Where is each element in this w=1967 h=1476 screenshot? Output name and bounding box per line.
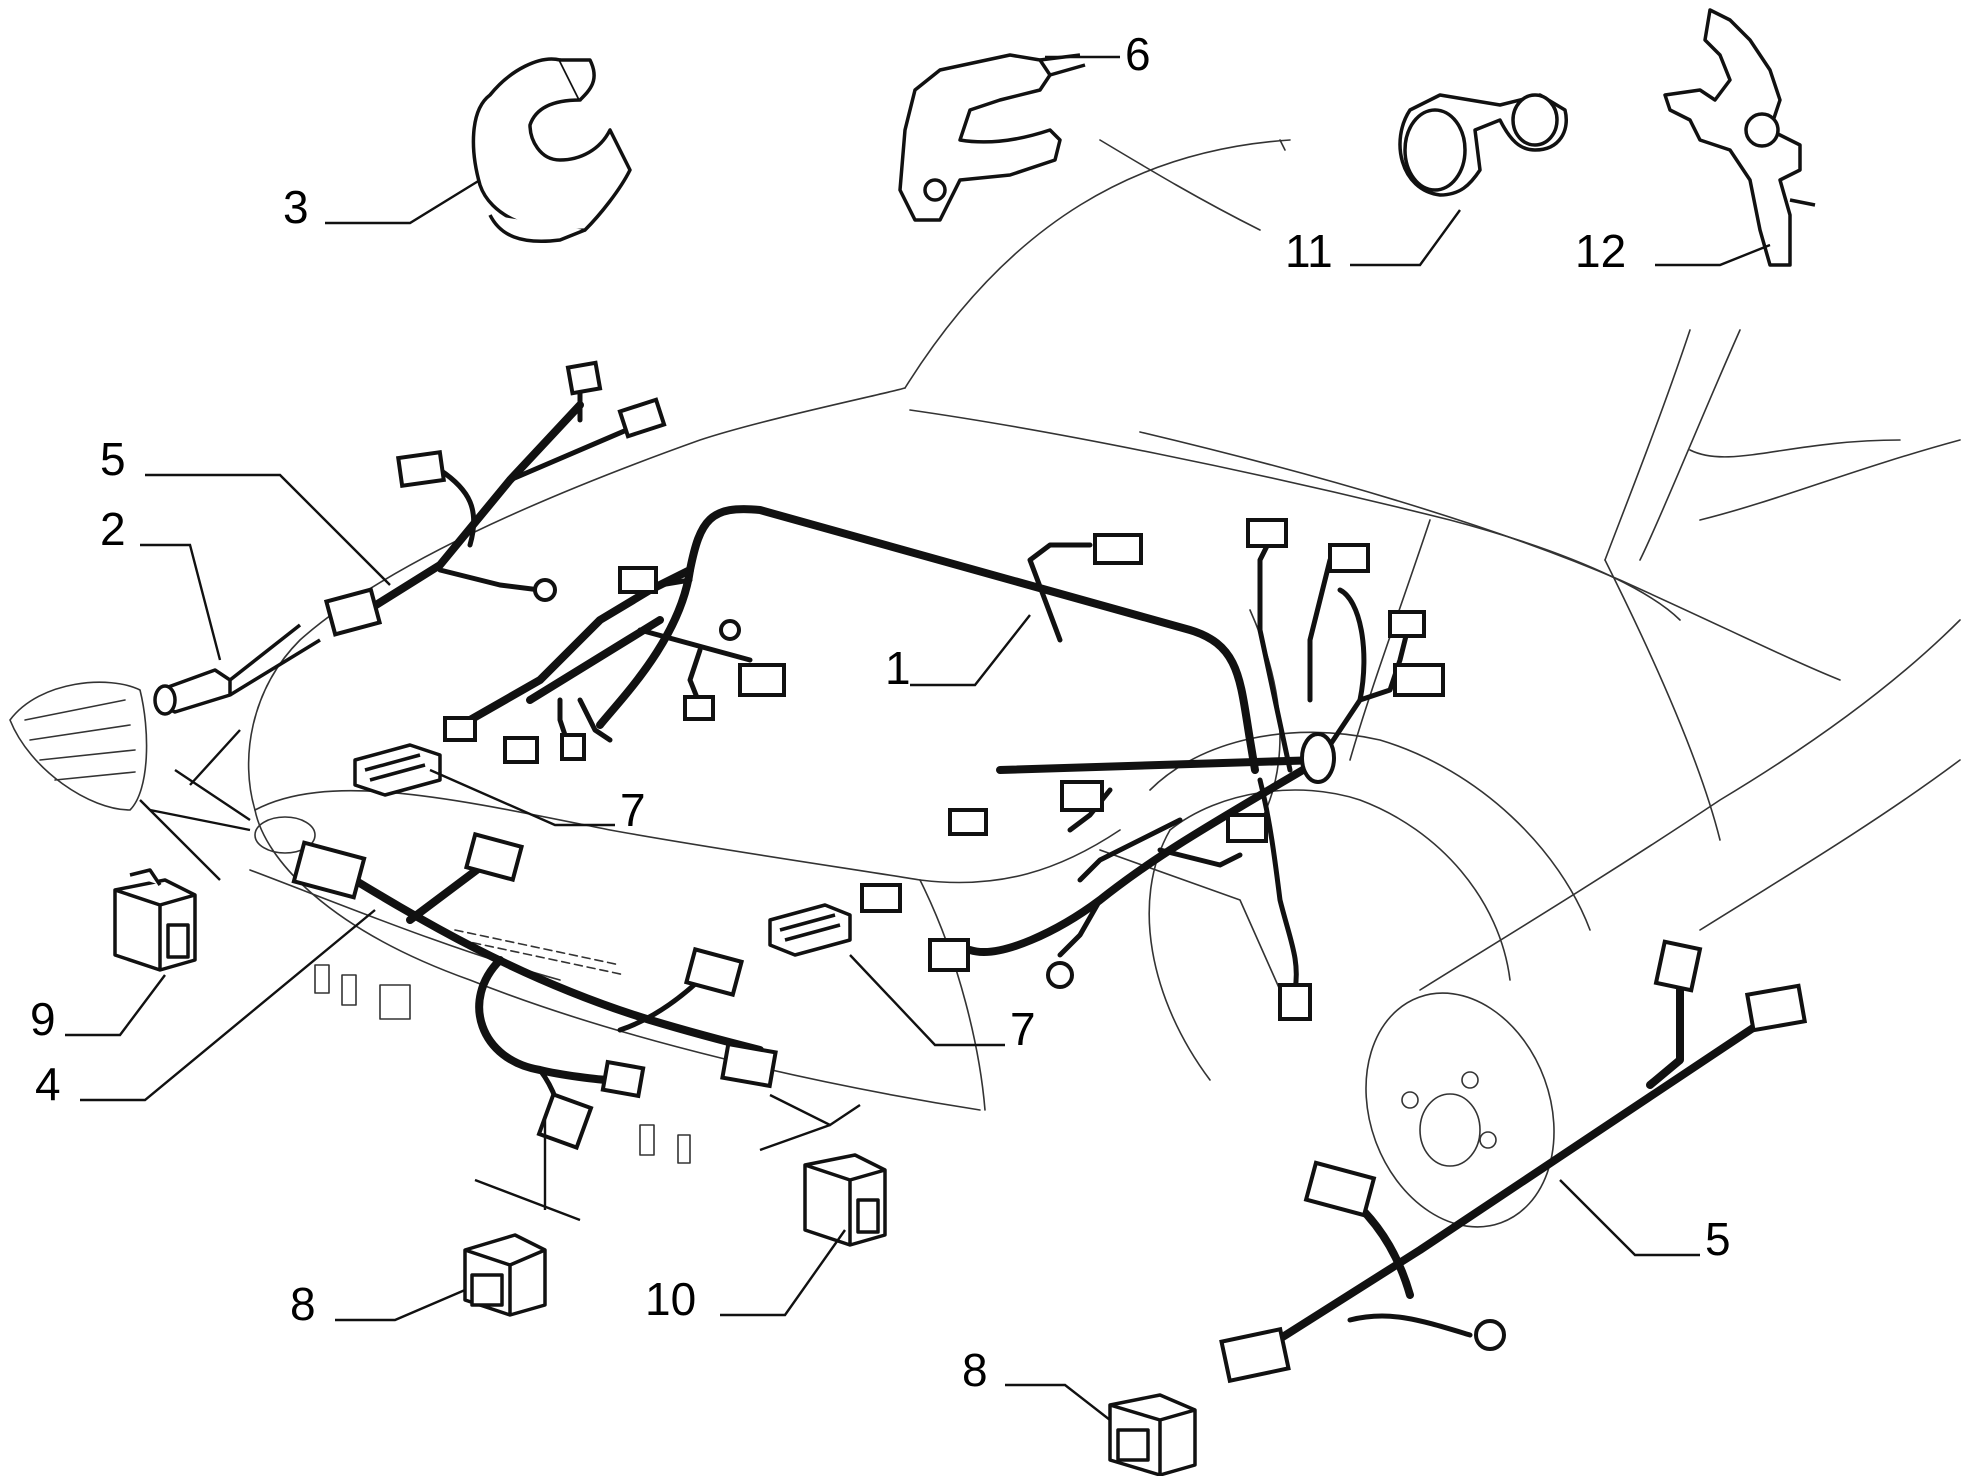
right-side-harness xyxy=(1266,961,1784,1349)
left-side-harness xyxy=(356,377,653,619)
callout-12: 12 xyxy=(1575,225,1626,277)
leader-lines xyxy=(65,55,1771,1421)
callout-7-upper: 7 xyxy=(620,784,646,836)
callout-9: 9 xyxy=(30,993,56,1045)
callout-8-right: 8 xyxy=(962,1344,988,1396)
callout-10: 10 xyxy=(645,1273,696,1325)
callout-2: 2 xyxy=(100,503,126,555)
lamp-cut-lines xyxy=(139,729,251,881)
connector-housing-10 xyxy=(803,1153,887,1247)
callout-11: 11 xyxy=(1285,225,1333,277)
callout-4: 4 xyxy=(35,1058,61,1110)
front-bumper-harness xyxy=(326,856,764,1123)
callout-1: 1 xyxy=(885,642,911,694)
connector-housing-8-left xyxy=(463,1233,547,1317)
cut-marks xyxy=(474,1093,861,1222)
clip-part-3 xyxy=(471,57,632,243)
clamp-part-11 xyxy=(1398,93,1568,197)
connector-housing-9 xyxy=(113,868,197,972)
bracket-part-12 xyxy=(1663,8,1816,267)
callout-6: 6 xyxy=(1125,28,1151,80)
callout-7-lower: 7 xyxy=(1010,1003,1036,1055)
connector-part-7-upper xyxy=(353,743,442,797)
car-body-outline xyxy=(9,139,1961,1228)
connector-part-7-lower xyxy=(768,903,852,957)
bracket-part-6 xyxy=(898,53,1086,222)
callout-3: 3 xyxy=(283,181,309,233)
callout-5-left: 5 xyxy=(100,433,126,485)
connector-housing-8-right xyxy=(1108,1393,1197,1476)
connectors xyxy=(291,360,1808,1384)
bulb-holder-part xyxy=(153,623,321,716)
callout-5-right: 5 xyxy=(1705,1213,1731,1265)
callout-labels: 1 2 3 4 5 5 6 7 7 8 8 9 10 11 12 xyxy=(30,28,1731,1396)
callout-8-left: 8 xyxy=(290,1278,316,1330)
main-wiring-harness xyxy=(466,505,1413,993)
